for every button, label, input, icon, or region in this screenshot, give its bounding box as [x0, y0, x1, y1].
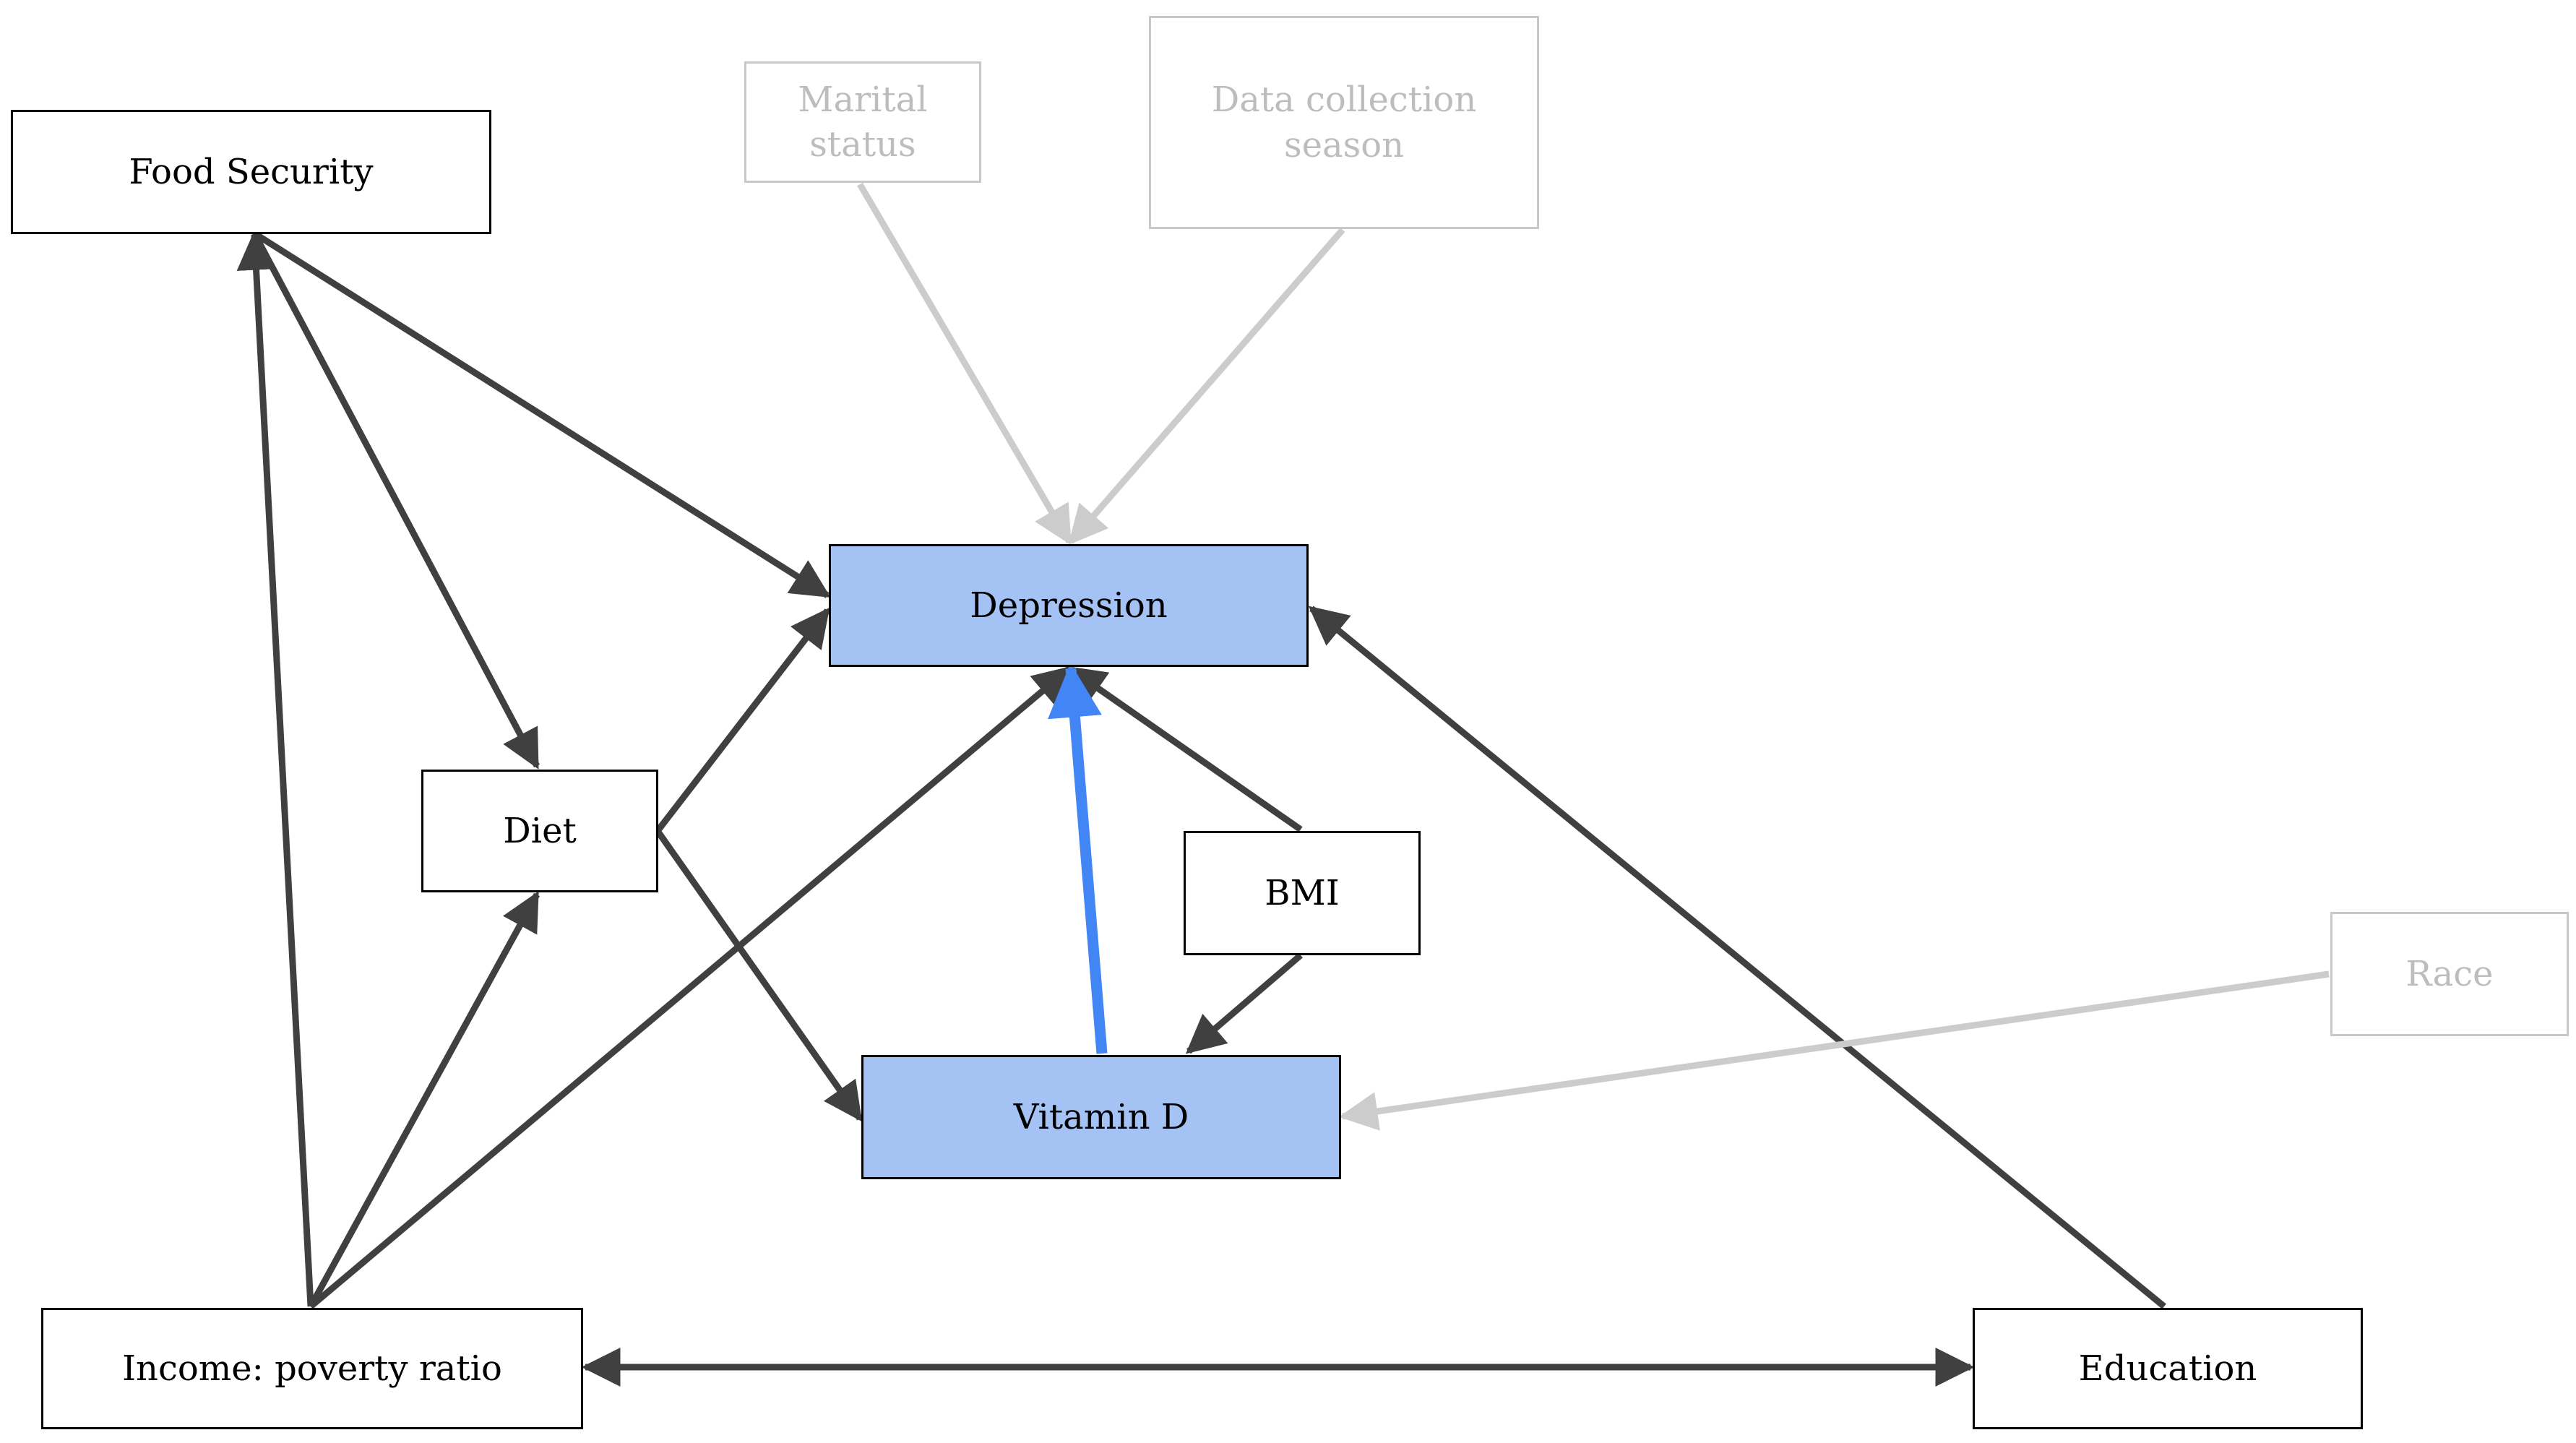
- edge-bmi-to-depression: [1066, 665, 1303, 832]
- node-bmi: BMI: [1184, 831, 1421, 955]
- edge-food-security-to-depression: [252, 231, 831, 598]
- edge-race-to-vitamin-d: [1338, 970, 2330, 1131]
- node-label: Depression: [970, 585, 1168, 626]
- edge-income-to-depression: [309, 665, 1073, 1309]
- edge-income-to-food-security: [236, 231, 314, 1307]
- node-label: Vitamin D: [1013, 1096, 1189, 1137]
- node-label: Race: [2405, 953, 2494, 994]
- edge-bmi-to-vitamin-d: [1185, 952, 1303, 1054]
- node-diet: Diet: [421, 770, 658, 892]
- edge-diet-to-depression: [655, 607, 830, 833]
- node-marital-status: Marital status: [744, 61, 981, 183]
- node-label: Education: [2078, 1348, 2257, 1389]
- edge-marital-status-to-depression: [857, 182, 1072, 546]
- edge-vitamin-d-to-depression: [1048, 663, 1108, 1054]
- node-race: Race: [2330, 912, 2569, 1036]
- edge-diet-to-vitamin-d: [655, 829, 863, 1122]
- node-label: Food Security: [129, 151, 374, 192]
- node-vitamin-d: Vitamin D: [861, 1055, 1341, 1179]
- node-education: Education: [1973, 1308, 2363, 1429]
- node-food-security: Food Security: [11, 110, 491, 234]
- edge-food-security-to-diet: [251, 231, 540, 770]
- node-label: BMI: [1265, 872, 1340, 913]
- node-income-poverty-ratio: Income: poverty ratio: [41, 1308, 583, 1429]
- node-data-collection-season: Data collection season: [1149, 16, 1539, 229]
- node-label: Diet: [503, 810, 577, 851]
- edge-education-to-depression: [1308, 606, 2166, 1309]
- node-depression: Depression: [829, 544, 1309, 667]
- node-label: Data collection season: [1211, 79, 1477, 165]
- node-label: Income: poverty ratio: [122, 1348, 502, 1389]
- edge-data-collection-season-to-depression: [1068, 228, 1345, 546]
- edge-income-to-diet: [308, 891, 540, 1309]
- node-label: Marital status: [798, 79, 928, 165]
